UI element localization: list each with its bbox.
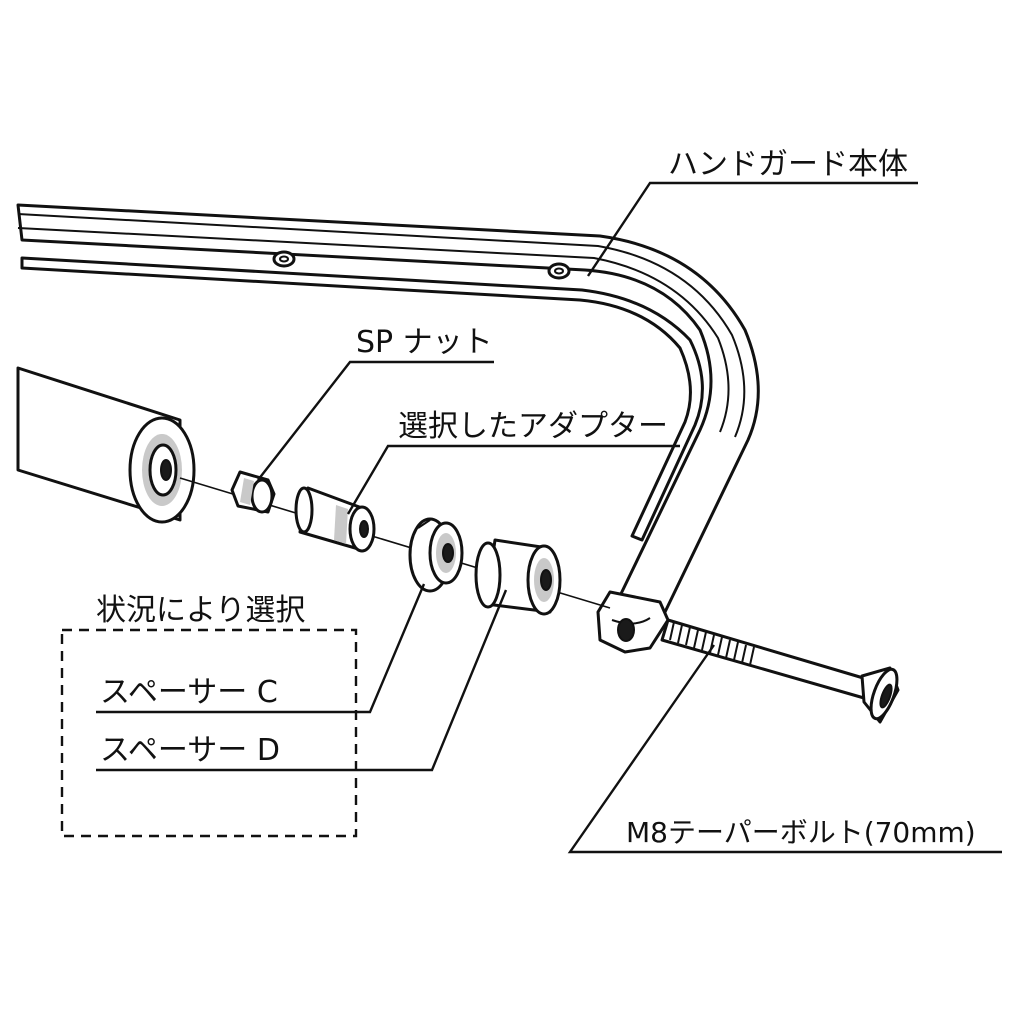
mount-hole-left xyxy=(272,250,296,268)
leader-lines xyxy=(96,181,1002,854)
label-handguard-body: ハンドガード本体 xyxy=(668,147,908,182)
spacer-d-ring xyxy=(474,538,562,616)
spacer-c-ring xyxy=(408,517,464,593)
handguard-body xyxy=(16,203,760,654)
optional-spacer-box xyxy=(60,628,358,838)
label-spacer-d: スペーサー D xyxy=(100,733,280,768)
sp-nut-part xyxy=(230,470,276,514)
mount-hole-right xyxy=(547,262,571,280)
label-sp-nut: SP ナット xyxy=(356,325,493,360)
label-selected-adapter: 選択したアダプター xyxy=(398,409,668,444)
label-select-by-situation: 状況により選択 xyxy=(96,593,305,628)
handlebar-tube xyxy=(16,366,196,524)
label-spacer-c: スペーサー C xyxy=(100,675,278,710)
taper-bolt xyxy=(660,618,900,724)
label-taper-bolt: M8テーパーボルト(70mm) xyxy=(626,816,976,849)
adapter-cylinder xyxy=(294,486,376,553)
